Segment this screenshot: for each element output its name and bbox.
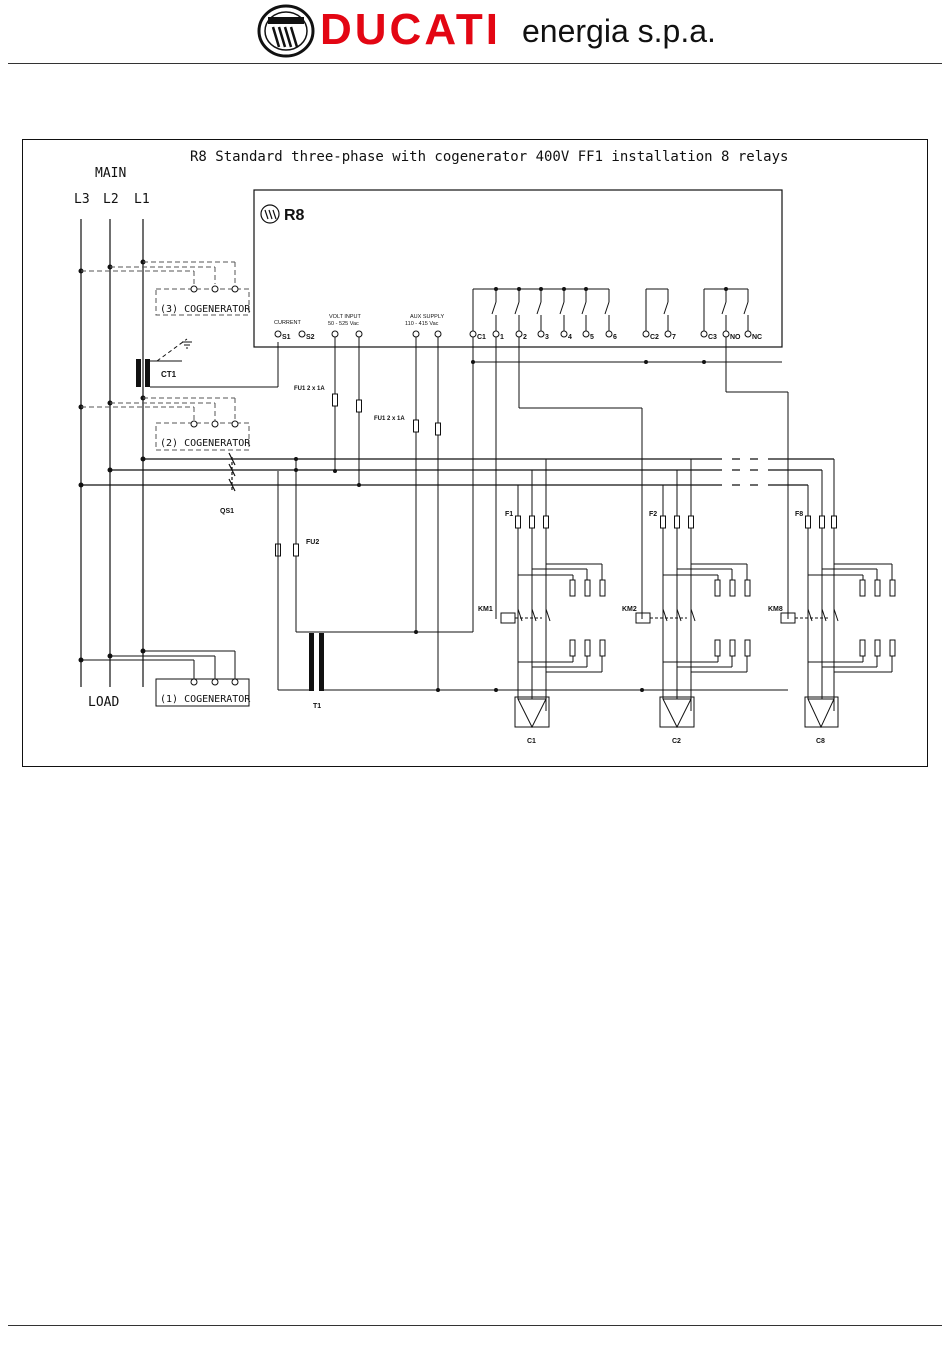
distribution-bus bbox=[81, 458, 834, 486]
aux-supply-label: AUX SUPPLY bbox=[410, 314, 444, 320]
t1-label: T1 bbox=[313, 703, 321, 710]
svg-text:CT1: CT1 bbox=[161, 370, 177, 379]
transformer-t1 bbox=[309, 633, 324, 691]
relay-contacts bbox=[472, 288, 749, 331]
cogenerator-2-label: (2) COGENERATOR bbox=[160, 438, 251, 449]
stage-8-contactor-label: KM8 bbox=[768, 606, 783, 613]
terminal-row: S1 S2 C1 1 2 3 4 5 6 C2 7 C3 NO NC bbox=[274, 330, 762, 341]
svg-text:7: 7 bbox=[672, 334, 676, 341]
svg-text:NO: NO bbox=[730, 334, 741, 341]
phase-l1-label: L1 bbox=[134, 192, 150, 207]
svg-text:4: 4 bbox=[568, 334, 572, 341]
company-logo: DUCATI energia s.p.a. bbox=[256, 3, 716, 59]
svg-text:S2: S2 bbox=[306, 334, 315, 341]
stage-2-capacitor-label: C2 bbox=[672, 738, 681, 745]
cogenerator-3-label: (3) COGENERATOR bbox=[160, 304, 251, 315]
svg-text:1: 1 bbox=[500, 334, 504, 341]
r8-logo-icon bbox=[260, 204, 280, 224]
current-input-label: CURRENT bbox=[274, 320, 302, 326]
svg-text:C3: C3 bbox=[708, 334, 717, 341]
diagram-title: R8 Standard three-phase with cogenerator… bbox=[190, 149, 788, 165]
stage-2-fuse-label: F2 bbox=[649, 511, 657, 518]
stage-1-contactor-label: KM1 bbox=[478, 606, 493, 613]
stage-1-capacitor-label: C1 bbox=[527, 738, 536, 745]
svg-text:6: 6 bbox=[613, 334, 617, 341]
brand-name: DUCATI bbox=[320, 5, 501, 54]
svg-text:S1: S1 bbox=[282, 334, 291, 341]
r8-controller bbox=[253, 189, 783, 348]
qs1-label: QS1 bbox=[220, 508, 234, 515]
svg-text:C1: C1 bbox=[477, 334, 486, 341]
aux-supply-range: 110 - 415 Vac bbox=[405, 321, 439, 327]
footer-divider bbox=[8, 1325, 942, 1326]
phase-l2-label: L2 bbox=[103, 192, 119, 207]
main-label: MAIN bbox=[95, 166, 126, 181]
stage-2-contactor-label: KM2 bbox=[622, 606, 637, 613]
ducati-emblem-icon bbox=[257, 4, 315, 58]
svg-text:C2: C2 bbox=[650, 334, 659, 341]
capacitor-stage-2: F2 KM2 C2 bbox=[622, 459, 751, 745]
stage-1-fuse-label: F1 bbox=[505, 511, 513, 518]
svg-text:3: 3 bbox=[545, 334, 549, 341]
stage-8-fuse-label: F8 bbox=[795, 511, 803, 518]
volt-input-label: VOLT INPUT bbox=[329, 314, 362, 320]
fu2-label: FU2 bbox=[306, 539, 319, 546]
control-wiring bbox=[295, 337, 789, 691]
main-breaker-qs1 bbox=[228, 452, 236, 492]
cogenerator-2: (2) COGENERATOR bbox=[81, 397, 251, 451]
cogenerator-3: (3) COGENERATOR bbox=[81, 261, 251, 316]
svg-text:NC: NC bbox=[752, 334, 762, 341]
cogenerator-1-label: (1) COGENERATOR bbox=[160, 694, 251, 705]
cogenerator-1: (1) COGENERATOR bbox=[81, 650, 251, 707]
diagram-frame bbox=[22, 139, 928, 767]
header-divider bbox=[8, 63, 942, 64]
page-header: DUCATI energia s.p.a. bbox=[0, 0, 950, 64]
svg-text:5: 5 bbox=[590, 334, 594, 341]
fu1-voltage-label: FU1 2 x 1A bbox=[294, 386, 325, 392]
fu1-aux-label: FU1 2 x 1A bbox=[374, 416, 405, 422]
current-transformer-ct1: CT1 bbox=[136, 338, 279, 388]
load-label: LOAD bbox=[88, 695, 119, 710]
stage-8-capacitor-label: C8 bbox=[816, 738, 825, 745]
wiring-diagram: R8 Standard three-phase with cogenerator… bbox=[22, 139, 928, 767]
main-bus-lines bbox=[80, 219, 144, 687]
brand-suffix: energia s.p.a. bbox=[522, 13, 716, 49]
capacitor-stage-1: F1 KM1 C1 bbox=[478, 459, 606, 745]
phase-l3-label: L3 bbox=[74, 192, 90, 207]
volt-input-range: 50 - 525 Vac bbox=[328, 321, 359, 327]
capacitor-stage-8: F8 KM8 C8 bbox=[768, 459, 896, 745]
r8-label: R8 bbox=[284, 207, 305, 224]
svg-text:2: 2 bbox=[523, 334, 527, 341]
